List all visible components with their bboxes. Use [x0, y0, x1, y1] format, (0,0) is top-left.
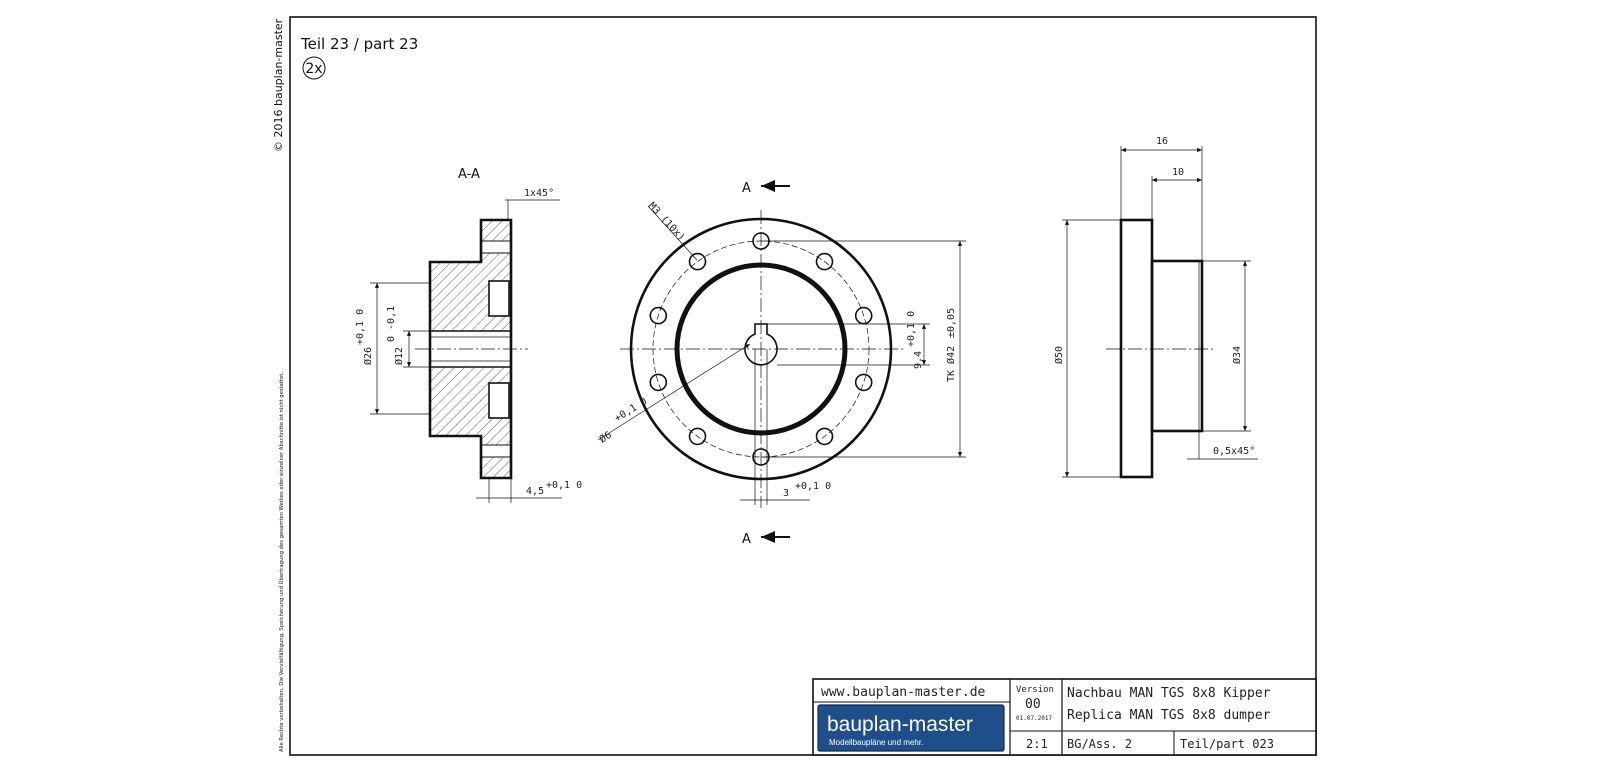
- website-text: www.bauplan-master.de: [821, 685, 986, 700]
- dim-dia-50: Ø50: [1053, 346, 1065, 364]
- dim-width-3: 3: [783, 488, 789, 499]
- dim-dia-26: Ø26: [362, 347, 374, 365]
- quantity-label: 2x: [305, 61, 322, 77]
- logo-text: bauplan-master: [827, 713, 973, 736]
- front-view: A A M3 (10x) Ø6 +0,1 0 3 +0,1 0 9,4 +0,1…: [597, 180, 966, 547]
- dim-len-4-5-tol: +0,1 0: [546, 480, 582, 491]
- assembly-value: BG/Ass. 2: [1067, 737, 1132, 751]
- copyright-text: © 2016 bauplan-master: [272, 18, 285, 152]
- cut-label-top: A: [742, 181, 751, 196]
- logo-box: [817, 704, 1005, 752]
- dim-dia-26-tol: +0,1 0: [355, 309, 366, 345]
- part-number: Teil/part 023: [1180, 737, 1274, 751]
- dim-len-4-5: 4,5: [526, 486, 544, 497]
- dim-dia-12: Ø12: [393, 347, 405, 365]
- logo-subtext: Modellbaupläne und mehr.: [829, 738, 923, 747]
- dim-width-3-tol: +0,1 0: [795, 481, 831, 492]
- dim-key-9-4-tol: +0,1 0: [906, 311, 917, 347]
- scale-value: 2:1: [1026, 737, 1048, 751]
- title-block: www.bauplan-master.de bauplan-master Mod…: [812, 678, 1317, 756]
- version-value: 00: [1025, 697, 1041, 712]
- dim-dia-6: Ø6: [597, 429, 614, 446]
- rights-note: Alle Rechte vorbehalten. Die Vervielfält…: [278, 372, 285, 752]
- dim-chamfer-section: 1x45°: [524, 188, 554, 199]
- version-label: Version: [1016, 685, 1054, 695]
- dim-tk-42: TK Ø42: [945, 346, 957, 382]
- dim-dia-12-tol: 0 -0,1: [386, 306, 397, 342]
- dim-thread: M3 (10x): [646, 201, 687, 244]
- side-view: 16 10 Ø50 Ø34 0,5x45°: [1053, 136, 1258, 479]
- drawing-frame: [289, 16, 1317, 756]
- dim-len-10: 10: [1172, 167, 1184, 178]
- dim-tk-42-tol: ±0,05: [946, 308, 957, 338]
- section-view-a-a: A-A Ø26 +0,1 0 Ø12 0 -0,1 1x45°: [355, 167, 582, 503]
- section-label: A-A: [458, 167, 480, 182]
- dim-chamfer-side: 0,5x45°: [1213, 446, 1255, 457]
- dim-len-16: 16: [1156, 136, 1168, 147]
- quantity-circle: [302, 56, 326, 80]
- title-de: Nachbau MAN TGS 8x8 Kipper: [1067, 686, 1271, 701]
- dim-key-9-4: 9,4: [913, 351, 924, 369]
- bolt-holes: [649, 232, 873, 466]
- dim-dia-6-tol: +0,1 0: [613, 396, 649, 424]
- title-en: Replica MAN TGS 8x8 dumper: [1067, 708, 1271, 723]
- part-title: Teil 23 / part 23: [300, 35, 418, 53]
- cut-label-bottom: A: [742, 532, 751, 547]
- version-date: 01.07.2017: [1016, 715, 1053, 722]
- dim-dia-34: Ø34: [1231, 346, 1243, 364]
